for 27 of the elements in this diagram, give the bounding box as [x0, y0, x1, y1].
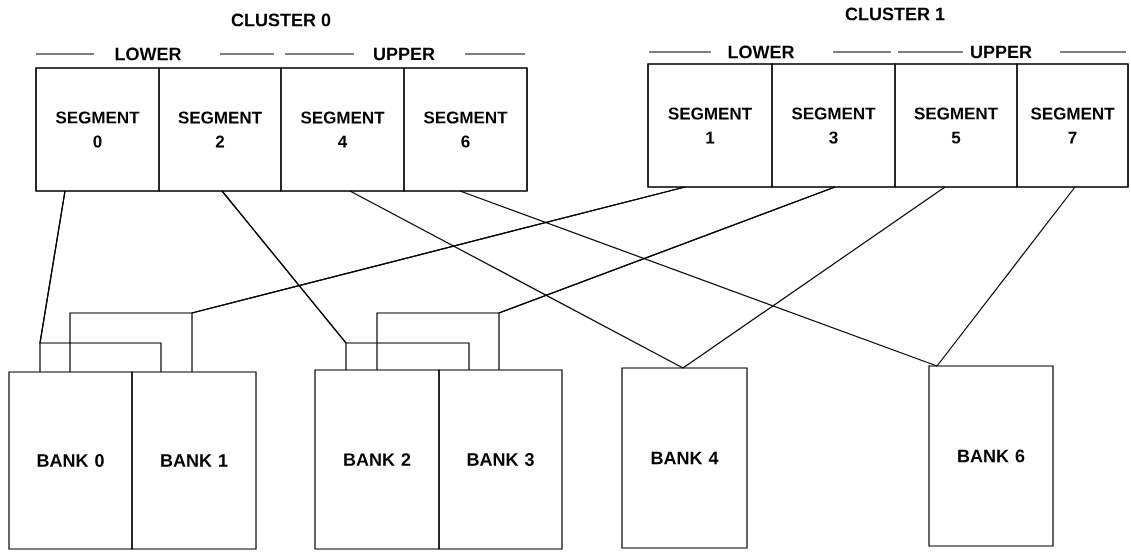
segment-box: SEGMENT 4 [280, 67, 405, 192]
connector-line [39, 190, 162, 373]
segment-box: SEGMENT 2 [158, 67, 282, 192]
bank-box: BANK 1 [131, 371, 257, 550]
bank-box: BANK 2 [314, 369, 440, 550]
connector-line [459, 190, 938, 367]
connector-line [221, 190, 470, 371]
segment-box: SEGMENT 1 [647, 63, 773, 188]
segment-box: SEGMENT 0 [35, 67, 160, 192]
bank-box: BANK 3 [438, 369, 563, 550]
connector-line [349, 190, 684, 369]
range-label: LOWER [115, 47, 182, 61]
connector-line [936, 186, 1076, 367]
connector-line [498, 186, 836, 371]
bank-box: BANK 0 [8, 371, 133, 550]
connector-line [682, 186, 946, 369]
range-label: LOWER [728, 45, 795, 59]
segment-box: SEGMENT 6 [403, 67, 528, 192]
segment-box: SEGMENT 3 [771, 63, 896, 188]
bank-box: BANK 6 [928, 365, 1054, 547]
bank-box: BANK 4 [621, 367, 748, 549]
range-label: UPPER [971, 45, 1032, 59]
range-label: UPPER [374, 47, 435, 61]
segment-box: SEGMENT 7 [1016, 63, 1129, 188]
segment-box: SEGMENT 5 [894, 63, 1018, 188]
node-label: CLUSTER 1 [845, 7, 945, 21]
node-label: CLUSTER 0 [231, 13, 331, 27]
